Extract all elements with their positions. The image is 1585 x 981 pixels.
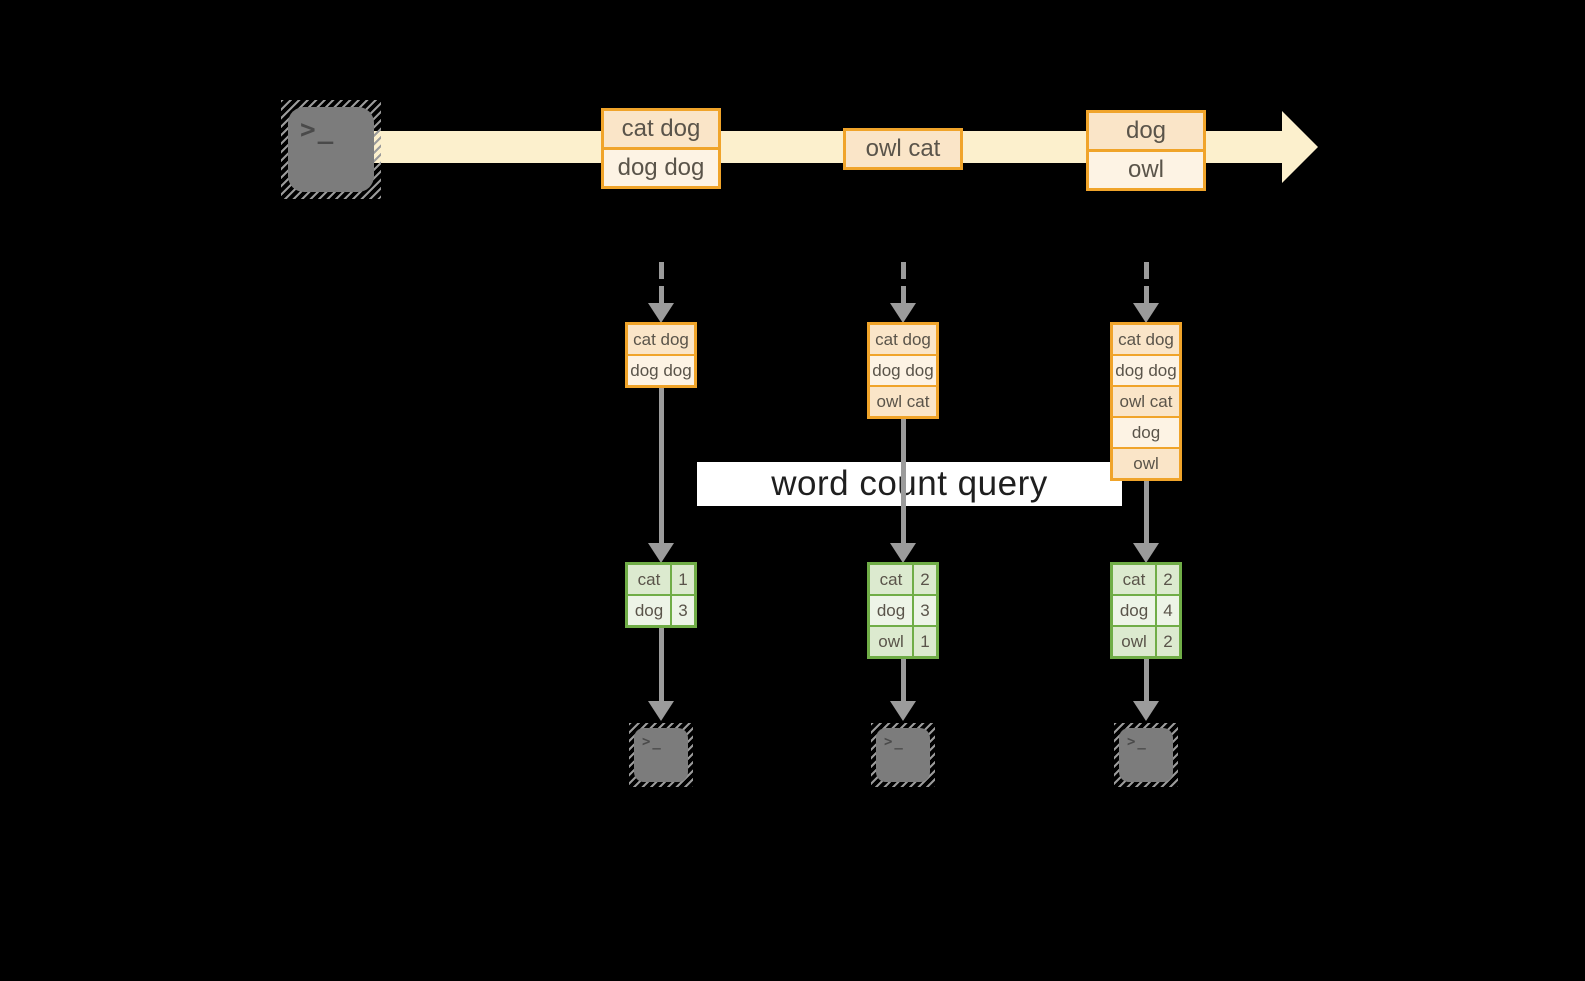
arrow-line <box>659 628 664 701</box>
terminal-prompt-glyph: >_ <box>300 115 336 145</box>
terminal-prompt-glyph: >_ <box>884 734 905 750</box>
arrowhead-icon <box>890 303 916 323</box>
count-table-2: cat 2 dog 3 owl 1 <box>867 562 939 659</box>
arrow-line <box>901 419 906 544</box>
table-row: dog 3 <box>628 594 694 625</box>
input-record: dog <box>1113 416 1179 447</box>
dashed-arrow-segment <box>901 262 906 279</box>
count-table-3: cat 2 dog 4 owl 2 <box>1110 562 1182 659</box>
arrowhead-icon <box>1133 303 1159 323</box>
accumulated-input-1: cat dog dog dog <box>625 322 697 388</box>
word-cell: cat <box>628 565 672 594</box>
arrowhead-icon <box>1133 701 1159 721</box>
word-cell: dog <box>1113 596 1157 625</box>
word-cell: owl <box>1113 627 1157 656</box>
arrowhead-icon <box>648 303 674 323</box>
count-cell: 2 <box>914 565 936 594</box>
arrow-line <box>1144 481 1149 544</box>
input-record: cat dog <box>870 325 936 354</box>
word-cell: cat <box>1113 565 1157 594</box>
query-banner: word count query <box>697 462 1122 506</box>
arrowhead-icon <box>648 543 674 563</box>
sink-terminal-icon: >_ <box>629 723 693 787</box>
input-record: owl cat <box>1113 385 1179 416</box>
sink-terminal-icon: >_ <box>871 723 935 787</box>
stream-record: dog <box>1089 113 1203 149</box>
input-record: owl <box>1113 447 1179 478</box>
arrowhead-icon <box>1133 543 1159 563</box>
dashed-arrow-segment <box>1144 286 1149 303</box>
input-record: dog dog <box>870 354 936 385</box>
accumulated-input-2: cat dog dog dog owl cat <box>867 322 939 419</box>
dashed-arrow-segment <box>1144 262 1149 279</box>
arrowhead-icon <box>890 701 916 721</box>
count-cell: 1 <box>914 627 936 656</box>
stream-record: dog dog <box>604 147 718 186</box>
input-record: cat dog <box>1113 325 1179 354</box>
terminal-prompt-glyph: >_ <box>1127 734 1148 750</box>
table-row: cat 2 <box>1113 565 1179 594</box>
stream-record: owl <box>1089 149 1203 188</box>
accumulated-input-3: cat dog dog dog owl cat dog owl <box>1110 322 1182 481</box>
word-cell: dog <box>628 596 672 625</box>
table-row: cat 2 <box>870 565 936 594</box>
stream-record: owl cat <box>846 131 960 167</box>
stream-timeline-arrowhead-icon <box>1282 111 1318 183</box>
count-cell: 3 <box>914 596 936 625</box>
count-cell: 2 <box>1157 565 1179 594</box>
input-record: dog dog <box>1113 354 1179 385</box>
table-row: cat 1 <box>628 565 694 594</box>
dashed-arrow-segment <box>659 262 664 279</box>
table-row: dog 3 <box>870 594 936 625</box>
terminal-screen: >_ <box>288 107 374 192</box>
stream-batch-2: owl cat <box>843 128 963 170</box>
source-terminal-icon: >_ <box>281 100 381 199</box>
table-row: owl 1 <box>870 625 936 656</box>
query-banner-label: word count query <box>771 464 1048 503</box>
arrow-line <box>1144 659 1149 701</box>
table-row: dog 4 <box>1113 594 1179 625</box>
input-record: cat dog <box>628 325 694 354</box>
count-cell: 2 <box>1157 627 1179 656</box>
terminal-screen: >_ <box>876 728 930 782</box>
word-cell: dog <box>870 596 914 625</box>
terminal-prompt-glyph: >_ <box>642 734 663 750</box>
sink-terminal-icon: >_ <box>1114 723 1178 787</box>
table-row: owl 2 <box>1113 625 1179 656</box>
terminal-screen: >_ <box>1119 728 1173 782</box>
input-record: owl cat <box>870 385 936 416</box>
arrowhead-icon <box>648 701 674 721</box>
count-cell: 4 <box>1157 596 1179 625</box>
dashed-arrow-segment <box>659 286 664 303</box>
arrow-line <box>659 388 664 544</box>
terminal-screen: >_ <box>634 728 688 782</box>
stream-batch-1: cat dog dog dog <box>601 108 721 189</box>
word-cell: cat <box>870 565 914 594</box>
arrowhead-icon <box>890 543 916 563</box>
input-record: dog dog <box>628 354 694 385</box>
word-cell: owl <box>870 627 914 656</box>
count-cell: 3 <box>672 596 694 625</box>
stream-batch-3: dog owl <box>1086 110 1206 191</box>
stream-record: cat dog <box>604 111 718 147</box>
dashed-arrow-segment <box>901 286 906 303</box>
arrow-line <box>901 659 906 701</box>
count-cell: 1 <box>672 565 694 594</box>
count-table-1: cat 1 dog 3 <box>625 562 697 628</box>
